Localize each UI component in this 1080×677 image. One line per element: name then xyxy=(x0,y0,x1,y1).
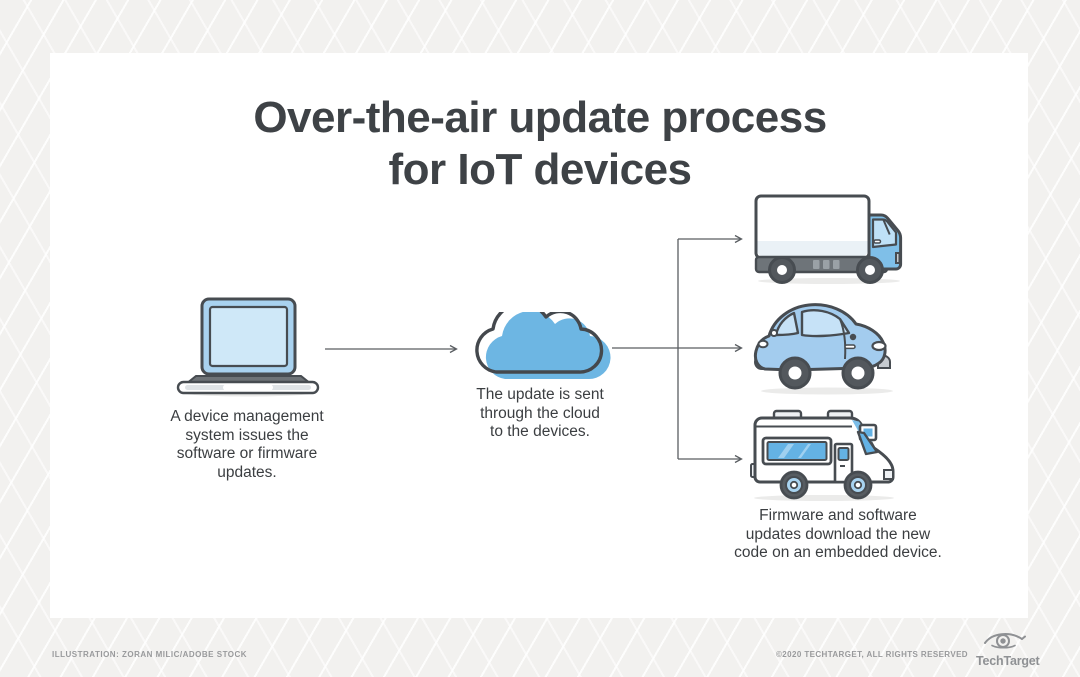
laptop-icon xyxy=(176,297,320,397)
eye-icon xyxy=(984,633,1026,649)
devices-caption: Firmware and software updates download t… xyxy=(734,507,942,561)
car-icon xyxy=(753,303,893,395)
laptop-caption: A device management system issues the so… xyxy=(170,408,324,481)
cloud-caption: The update is sent through the cloud to … xyxy=(476,386,604,440)
techtarget-logo: TechTarget xyxy=(976,630,1040,668)
brand-wordmark: TechTarget xyxy=(976,654,1040,668)
truck-icon xyxy=(754,194,903,284)
illustration-credit: ILLUSTRATION: ZORAN MILIC/ADOBE STOCK xyxy=(52,650,248,659)
rv-icon xyxy=(750,409,895,501)
page-title: Over-the-air update process for IoT devi… xyxy=(253,93,827,194)
copyright-text: ©2020 TECHTARGET, ALL RIGHTS RESERVED xyxy=(776,650,968,659)
cloud-icon xyxy=(475,312,611,380)
